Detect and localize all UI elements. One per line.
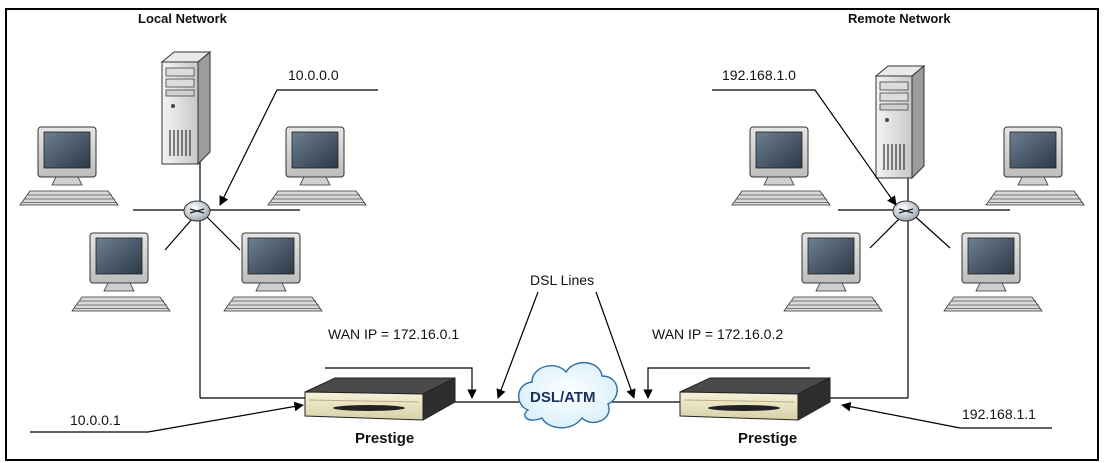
lan-ip-callout-line [841,401,1052,429]
router-icon [304,377,456,421]
subnet-callout-line [712,89,897,206]
hub-icon [183,200,211,222]
hub-icon [892,200,920,222]
dsl-lines-callout-right [595,291,636,399]
remote-network [643,65,1085,429]
cloud-label: DSL/ATM [530,389,596,406]
local-network-title: Local Network [138,11,227,26]
remote-subnet-label: 192.168.1.0 [722,67,796,83]
server-icon [161,51,211,165]
dsl-lines-callout-left [496,291,539,399]
computer-icon [223,232,323,312]
remote-router-label: Prestige [738,430,798,447]
computer-icon [943,232,1043,312]
computer-icon [19,126,119,206]
computer-icon [783,232,883,312]
subnet-callout-line [219,89,378,206]
cloud-icon [518,362,618,429]
remote-network-title: Remote Network [848,11,951,26]
lan-ip-callout-line [30,401,304,433]
wan-ip-callout-line [325,367,477,399]
dsl-lines-label: DSL Lines [530,272,595,288]
computer-icon [985,126,1085,206]
diagram-frame [5,8,1099,461]
dsl-link [455,291,682,429]
server-icon [875,65,925,179]
local-router-label: Prestige [355,430,415,447]
local-wan-ip-label: WAN IP = 172.16.0.1 [328,326,460,342]
wan-ip-callout-line [643,367,810,399]
remote-wan-ip-label: WAN IP = 172.16.0.2 [652,326,784,342]
computer-icon [267,126,367,206]
local-subnet-label: 10.0.0.0 [288,67,339,83]
local-network [19,51,477,433]
local-lan-ip-label: 10.0.0.1 [70,412,121,428]
remote-lan-ip-label: 192.168.1.1 [962,406,1036,422]
computer-icon [731,126,831,206]
computer-icon [71,232,171,312]
router-icon [679,377,831,421]
